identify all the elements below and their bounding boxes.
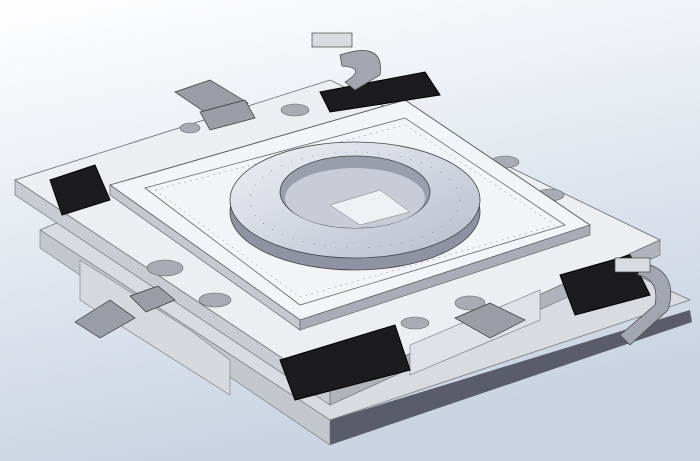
rotary-ring	[229, 141, 481, 271]
cable-chains	[311, 32, 672, 346]
linear-motors	[49, 71, 651, 401]
sensor-brackets	[74, 79, 526, 339]
